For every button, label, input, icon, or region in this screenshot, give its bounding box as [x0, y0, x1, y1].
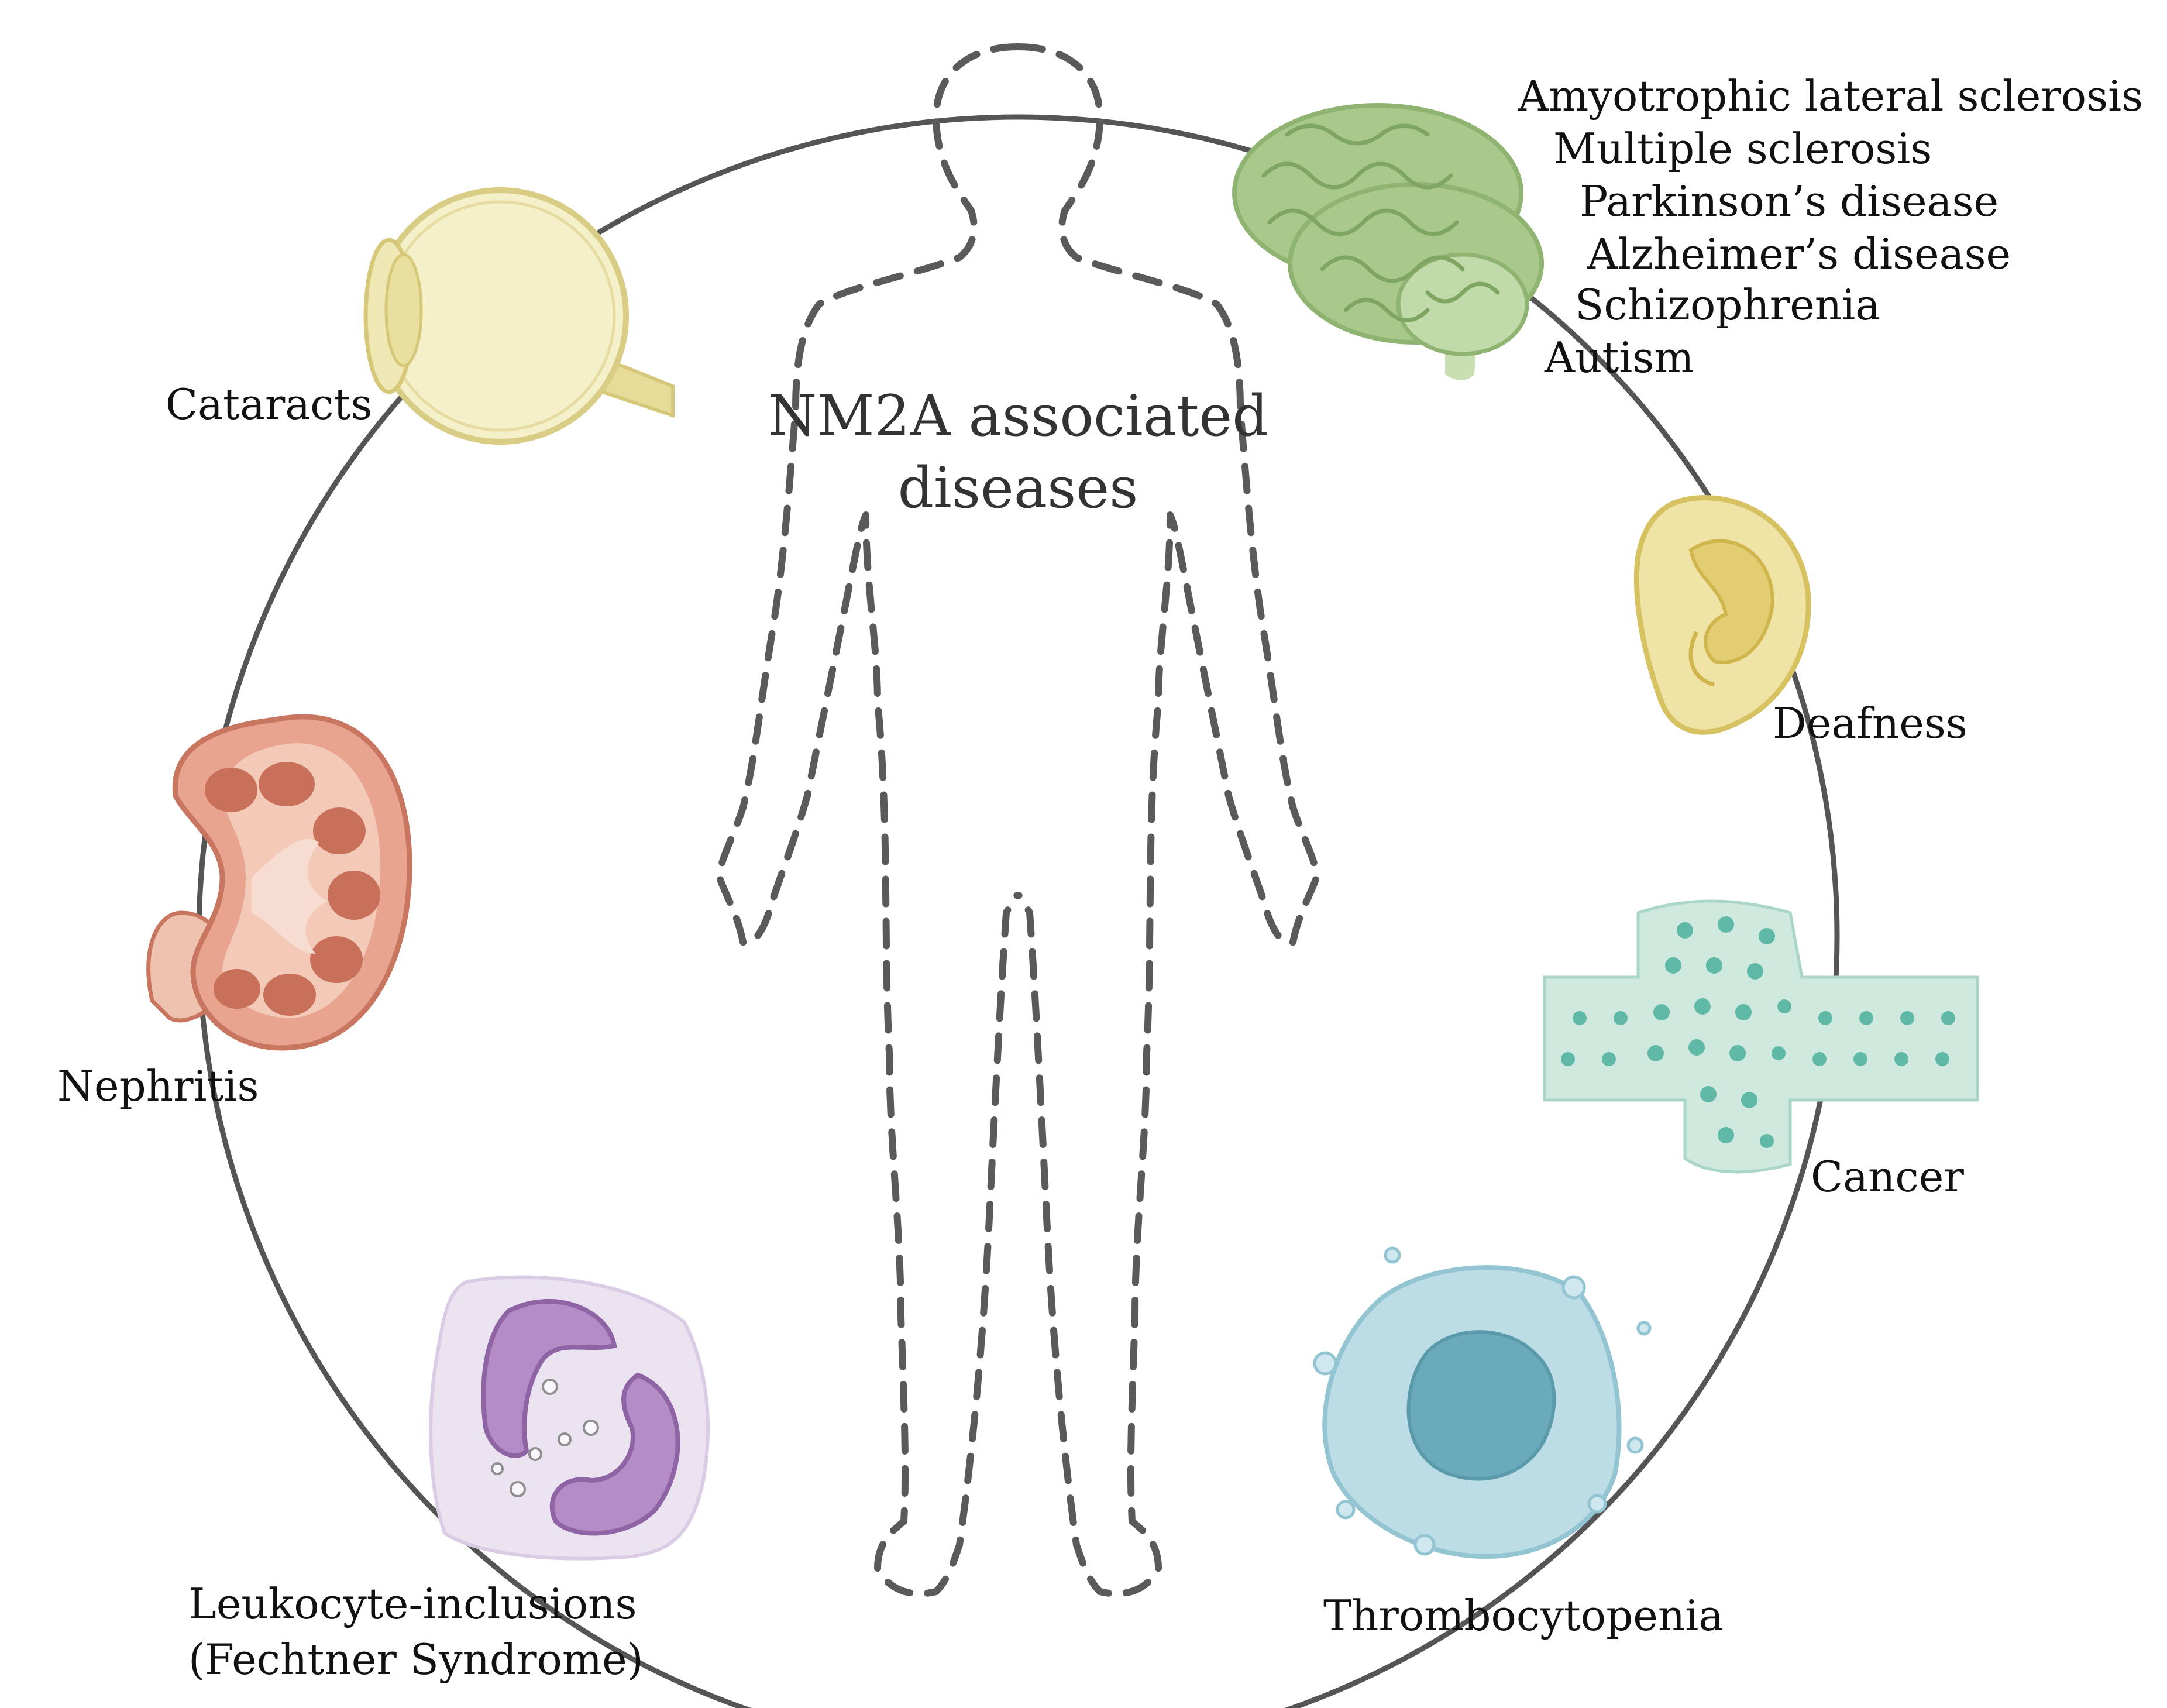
- label-alzheimers: Alzheimer’s disease: [1587, 229, 2011, 279]
- leukocyte-illustration: [429, 1275, 710, 1561]
- platelet-cell-illustration: [1313, 1246, 1652, 1559]
- label-schizophrenia: Schizophrenia: [1575, 280, 1881, 329]
- ear-illustration: [1633, 495, 1811, 735]
- label-fechtner-syndrome: (Fechtner Syndrome): [188, 1635, 644, 1684]
- eye-illustration: [363, 187, 675, 445]
- label-parkinsons: Parkinson’s disease: [1580, 177, 1999, 226]
- center-title: NM2A associated diseases: [725, 380, 1310, 524]
- label-autism: Autism: [1545, 333, 1694, 382]
- label-thrombocytopenia: Thrombocytopenia: [1323, 1591, 1724, 1640]
- center-title-line2: diseases: [897, 455, 1138, 521]
- brain-illustration: [1232, 103, 1544, 380]
- label-deafness: Deafness: [1773, 699, 1968, 748]
- label-leukocyte-inclusions: Leukocyte-inclusions: [188, 1579, 637, 1628]
- label-cataracts: Cataracts: [166, 380, 373, 429]
- label-multiple-sclerosis: Multiple sclerosis: [1553, 124, 1932, 173]
- kidney-illustration: [146, 714, 412, 1051]
- label-cancer: Cancer: [1811, 1152, 1964, 1201]
- label-nephritis: Nephritis: [57, 1061, 259, 1111]
- cancer-tissue-illustration: [1543, 899, 1979, 1174]
- human-body-outline: [716, 43, 1316, 1594]
- label-als: Amyotrophic lateral sclerosis: [1518, 71, 2144, 121]
- center-title-line1: NM2A associated: [768, 383, 1268, 449]
